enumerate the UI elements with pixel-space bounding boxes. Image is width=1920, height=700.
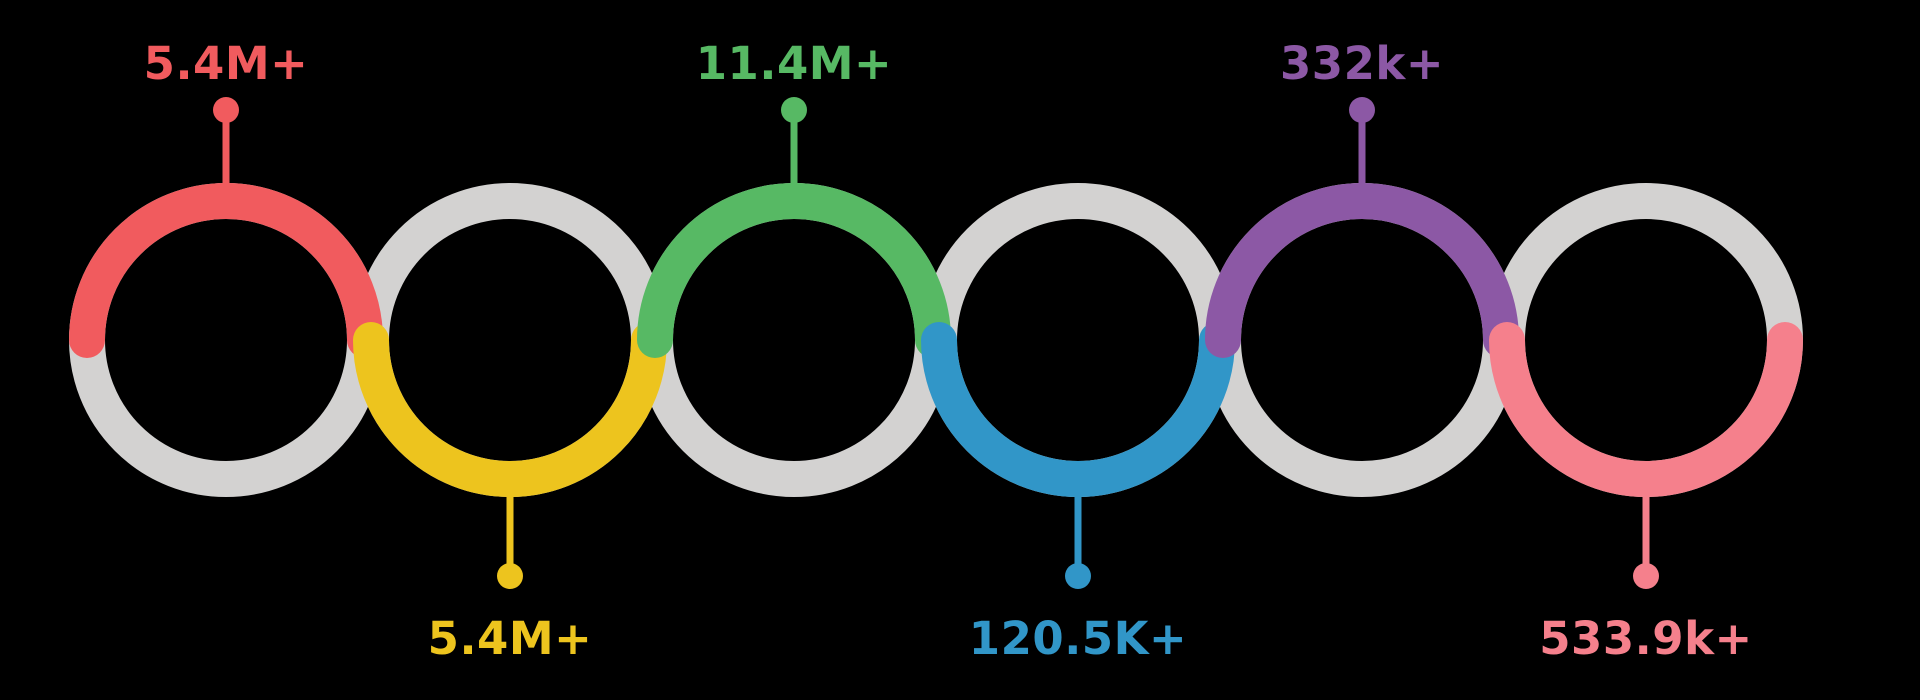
ring-1-pointer-dot bbox=[213, 97, 239, 123]
ring-arcs bbox=[69, 183, 1803, 497]
ring-1-value-label: 5.4M+ bbox=[144, 37, 309, 90]
ring-5-pointer-dot bbox=[1349, 97, 1375, 123]
ring-2-value-label: 5.4M+ bbox=[428, 612, 593, 665]
ring-3-arc bbox=[637, 183, 951, 358]
ring-5-arc bbox=[1205, 183, 1519, 358]
ring-6-arc bbox=[1489, 322, 1803, 497]
ring-4-pointer-dot bbox=[1065, 563, 1091, 589]
ring-5-value-label: 332k+ bbox=[1280, 37, 1444, 90]
ring-3-value-label: 11.4M+ bbox=[696, 37, 893, 90]
value-labels: 5.4M+ 5.4M+ 11.4M+ 120.5K+ 332k+ 533.9k+ bbox=[144, 37, 1753, 665]
ring-4-value-label: 120.5K+ bbox=[969, 612, 1187, 665]
ring-2-pointer-dot bbox=[497, 563, 523, 589]
ring-4-arc bbox=[921, 322, 1235, 497]
ring-1-arc bbox=[69, 183, 383, 358]
ring-6-pointer-dot bbox=[1633, 563, 1659, 589]
ring-3-pointer-dot bbox=[781, 97, 807, 123]
lollipop-pointers bbox=[213, 97, 1659, 589]
ring-2-arc bbox=[353, 322, 667, 497]
ring-6-value-label: 533.9k+ bbox=[1539, 612, 1752, 665]
